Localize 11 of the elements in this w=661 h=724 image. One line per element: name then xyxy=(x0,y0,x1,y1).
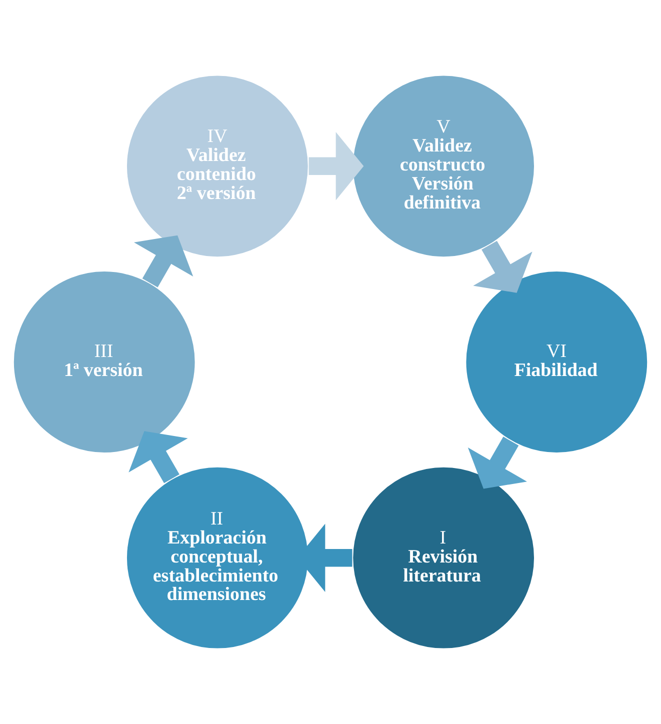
node-circle: I Revisión literatura xyxy=(352,466,536,650)
arrow xyxy=(128,431,188,484)
arrow xyxy=(134,235,194,288)
arrow xyxy=(308,132,364,200)
node-circle: VI Fiabilidad xyxy=(464,270,648,454)
node-circle: V Validez constructo Versión definitiva xyxy=(352,74,536,258)
arrow xyxy=(468,436,527,489)
node-circle: III 1ª versión xyxy=(12,270,196,454)
node-circle: II Exploración conceptual, establecimiento dimensiones xyxy=(126,466,310,650)
node-circle: IV Validez contenido 2ª versión xyxy=(126,74,310,258)
arrow xyxy=(473,240,532,293)
